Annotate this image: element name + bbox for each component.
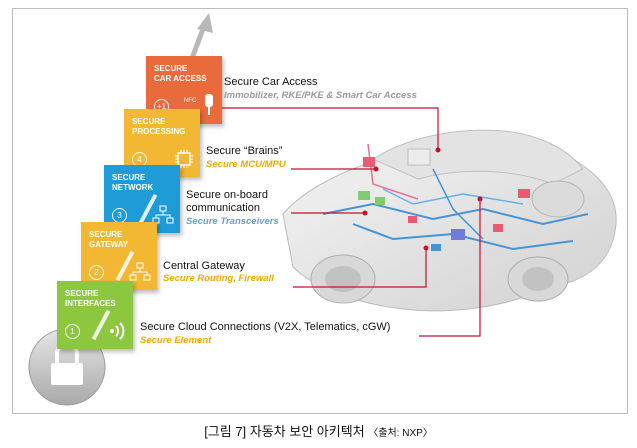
block-name: SECURE NETWORK: [112, 173, 154, 192]
network-icon: [152, 205, 174, 224]
block-secure-interfaces: SECURE INTERFACES 1: [57, 281, 133, 349]
label-title: Central Gateway: [163, 260, 245, 272]
label-title: Secure “Brains”: [206, 145, 283, 157]
label-subtitle: Secure Element: [140, 335, 212, 346]
block-name: SECURE INTERFACES: [65, 289, 116, 308]
label-title: Secure Cloud Connections (V2X, Telematic…: [140, 321, 391, 333]
block-number: 2: [89, 265, 104, 280]
keyfob-icon: [205, 94, 213, 115]
block-secure-network: SECURE NETWORK 3: [104, 165, 180, 233]
label-subtitle: Secure Routing, Firewall: [163, 273, 274, 284]
wifi-icon: [110, 322, 125, 340]
caption-main: [그림 7] 자동차 보안 아키텍처: [204, 424, 365, 439]
block-secure-gateway: SECURE GATEWAY 2: [81, 222, 157, 290]
gateway-icon: [129, 262, 151, 281]
arrow-up-icon: [188, 13, 213, 62]
label-title: Secure Car Access: [224, 76, 318, 88]
chip-icon: [175, 150, 193, 168]
block-name: SECURE PROCESSING: [132, 117, 186, 136]
block-number: 1: [65, 324, 80, 339]
label-subtitle: Secure MCU/MPU: [206, 159, 286, 170]
key-stick: [91, 309, 111, 341]
label-subtitle: Immobilizer, RKE/PKE & Smart Car Access: [224, 90, 417, 101]
connector-lines: [221, 107, 483, 337]
car-illustration: [282, 129, 617, 312]
label-subtitle: Secure Transceivers: [186, 216, 279, 227]
block-name: SECURE CAR ACCESS: [154, 64, 207, 83]
block-name: SECURE GATEWAY: [89, 230, 129, 249]
block-number: 3: [112, 208, 127, 223]
label-title: Secure on-board communication: [186, 189, 268, 214]
figure-frame: SECURE CAR ACCESS +1 NFC SECURE PROCESSI…: [12, 8, 628, 414]
nfc-label: NFC: [184, 98, 197, 104]
caption-source: 〈출처: NXP〉: [368, 428, 433, 439]
figure-caption: [그림 7] 자동차 보안 아키텍처 〈출처: NXP〉: [0, 421, 637, 440]
